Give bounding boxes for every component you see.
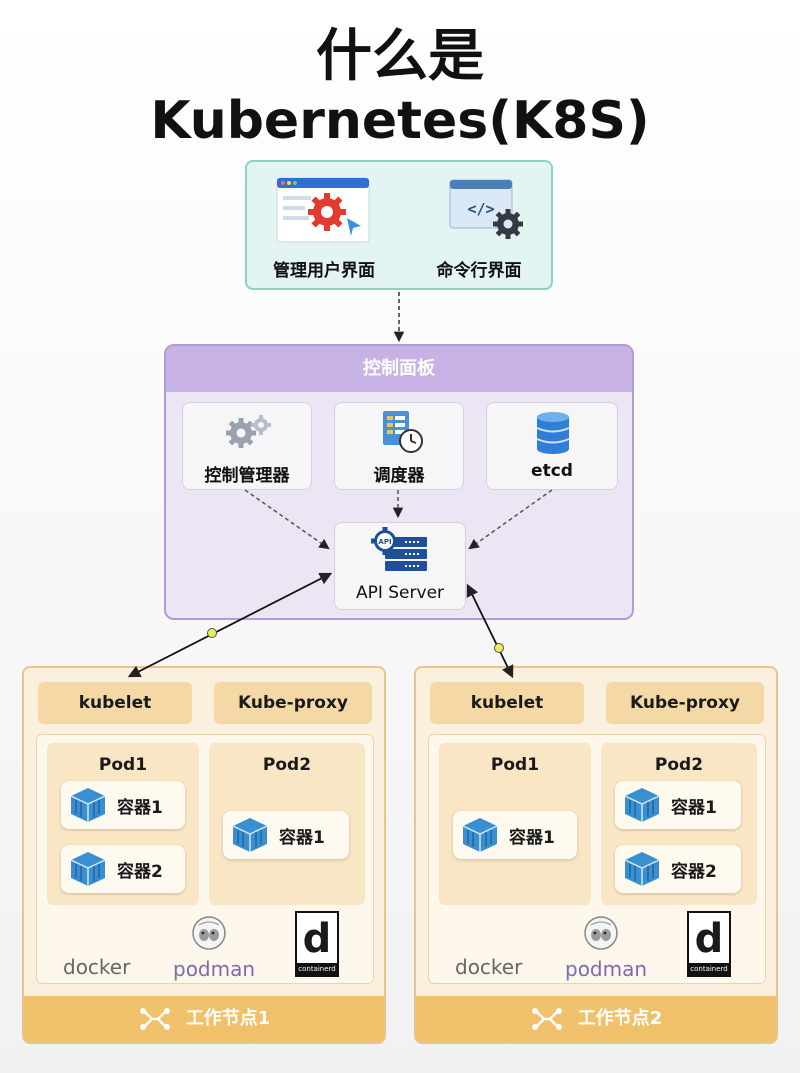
network-nodes-icon — [530, 996, 564, 1042]
client-label-web-ui: 管理用户界面 — [273, 261, 375, 281]
pod-label: Pod1 — [490, 755, 540, 775]
worker-node-1: kubelet Kube-proxy Pod1 容器1 容器2 Pod2 — [22, 666, 386, 1044]
client-interfaces-box: 管理用户界面 </> 命令行界面 — [245, 160, 553, 290]
container-icon — [69, 851, 107, 887]
pod-label: Pod2 — [654, 755, 704, 775]
pods-area: Pod1 容器1 Pod2 容器1 容器2 — [428, 734, 766, 984]
gears-icon — [219, 411, 277, 453]
container-label: 容器1 — [671, 798, 717, 818]
network-nodes-icon — [138, 996, 172, 1042]
container-label: 容器1 — [509, 828, 555, 848]
terminal-code-icon: </> — [449, 179, 526, 242]
control-plane-panel: 控制面板 — [164, 344, 634, 620]
controller-manager-box: 控制管理器 — [182, 402, 312, 490]
podman-logo-text: podman — [173, 957, 256, 981]
scheduler-label: 调度器 — [373, 466, 425, 486]
container-card: 容器1 — [61, 781, 185, 829]
containerd-letter: d — [694, 916, 724, 962]
scheduler-box: 调度器 — [334, 402, 464, 490]
kubelet-box: kubelet — [430, 682, 584, 724]
etcd-box: etcd — [486, 402, 618, 490]
database-icon — [535, 411, 571, 455]
worker-node-2: kubelet Kube-proxy Pod1 容器1 Pod2 容器1 — [414, 666, 778, 1044]
pod-2: Pod2 容器1 容器2 — [601, 743, 757, 905]
containerd-logo: d containerd — [687, 911, 731, 977]
container-card: 容器1 — [453, 811, 577, 859]
container-label: 容器2 — [671, 862, 717, 882]
pod-1: Pod1 容器1 容器2 — [47, 743, 199, 905]
worker-node-footer: 工作节点2 — [416, 996, 776, 1042]
container-icon — [461, 817, 499, 853]
container-card: 容器2 — [61, 845, 185, 893]
docker-logo-text: docker — [63, 955, 131, 979]
connector-dot-node2 — [494, 643, 504, 653]
containerd-caption: containerd — [297, 963, 337, 975]
container-icon — [623, 851, 661, 887]
page-title-line1: 什么是 — [316, 24, 484, 89]
scheduler-clock-icon — [379, 409, 425, 455]
web-ui-gear-icon — [276, 177, 370, 243]
container-card: 容器2 — [615, 845, 741, 893]
docker-logo-text: docker — [455, 955, 523, 979]
etcd-label: etcd — [531, 461, 573, 481]
pod-1: Pod1 容器1 — [439, 743, 591, 905]
worker-node-footer: 工作节点1 — [24, 996, 384, 1042]
kubelet-box: kubelet — [38, 682, 192, 724]
server-rack-icon: API — [371, 527, 433, 577]
container-card: 容器1 — [615, 781, 741, 829]
container-label: 容器2 — [117, 862, 163, 882]
container-card: 容器1 — [223, 811, 349, 859]
page-title-line2: Kubernetes(K8S) — [150, 91, 650, 151]
pod-label: Pod1 — [98, 755, 148, 775]
control-plane-title: 控制面板 — [166, 346, 632, 392]
pods-area: Pod1 容器1 容器2 Pod2 容器1 — [36, 734, 374, 984]
client-label-cli: 命令行界面 — [436, 261, 522, 281]
podman-seal-icon — [191, 915, 227, 951]
api-badge-text: API — [378, 538, 391, 546]
pod-label: Pod2 — [262, 755, 312, 775]
container-label: 容器1 — [279, 828, 325, 848]
kube-proxy-box: Kube-proxy — [214, 682, 372, 724]
containerd-logo: d containerd — [295, 911, 339, 977]
worker-node-label: 工作节点2 — [577, 1008, 663, 1029]
containerd-caption: containerd — [689, 963, 729, 975]
containerd-letter: d — [302, 916, 332, 962]
connector-dot-node1 — [207, 628, 217, 638]
podman-logo-text: podman — [565, 957, 648, 981]
container-icon — [69, 787, 107, 823]
api-server-box: API API Server — [334, 522, 466, 610]
podman-seal-icon — [583, 915, 619, 951]
svg-text:</>: </> — [467, 200, 494, 218]
pod-2: Pod2 容器1 — [209, 743, 365, 905]
kube-proxy-box: Kube-proxy — [606, 682, 764, 724]
container-label: 容器1 — [117, 798, 163, 818]
api-server-label: API Server — [355, 583, 445, 603]
container-icon — [623, 787, 661, 823]
container-icon — [231, 817, 269, 853]
worker-node-label: 工作节点1 — [185, 1008, 271, 1029]
controller-manager-label: 控制管理器 — [204, 466, 290, 486]
